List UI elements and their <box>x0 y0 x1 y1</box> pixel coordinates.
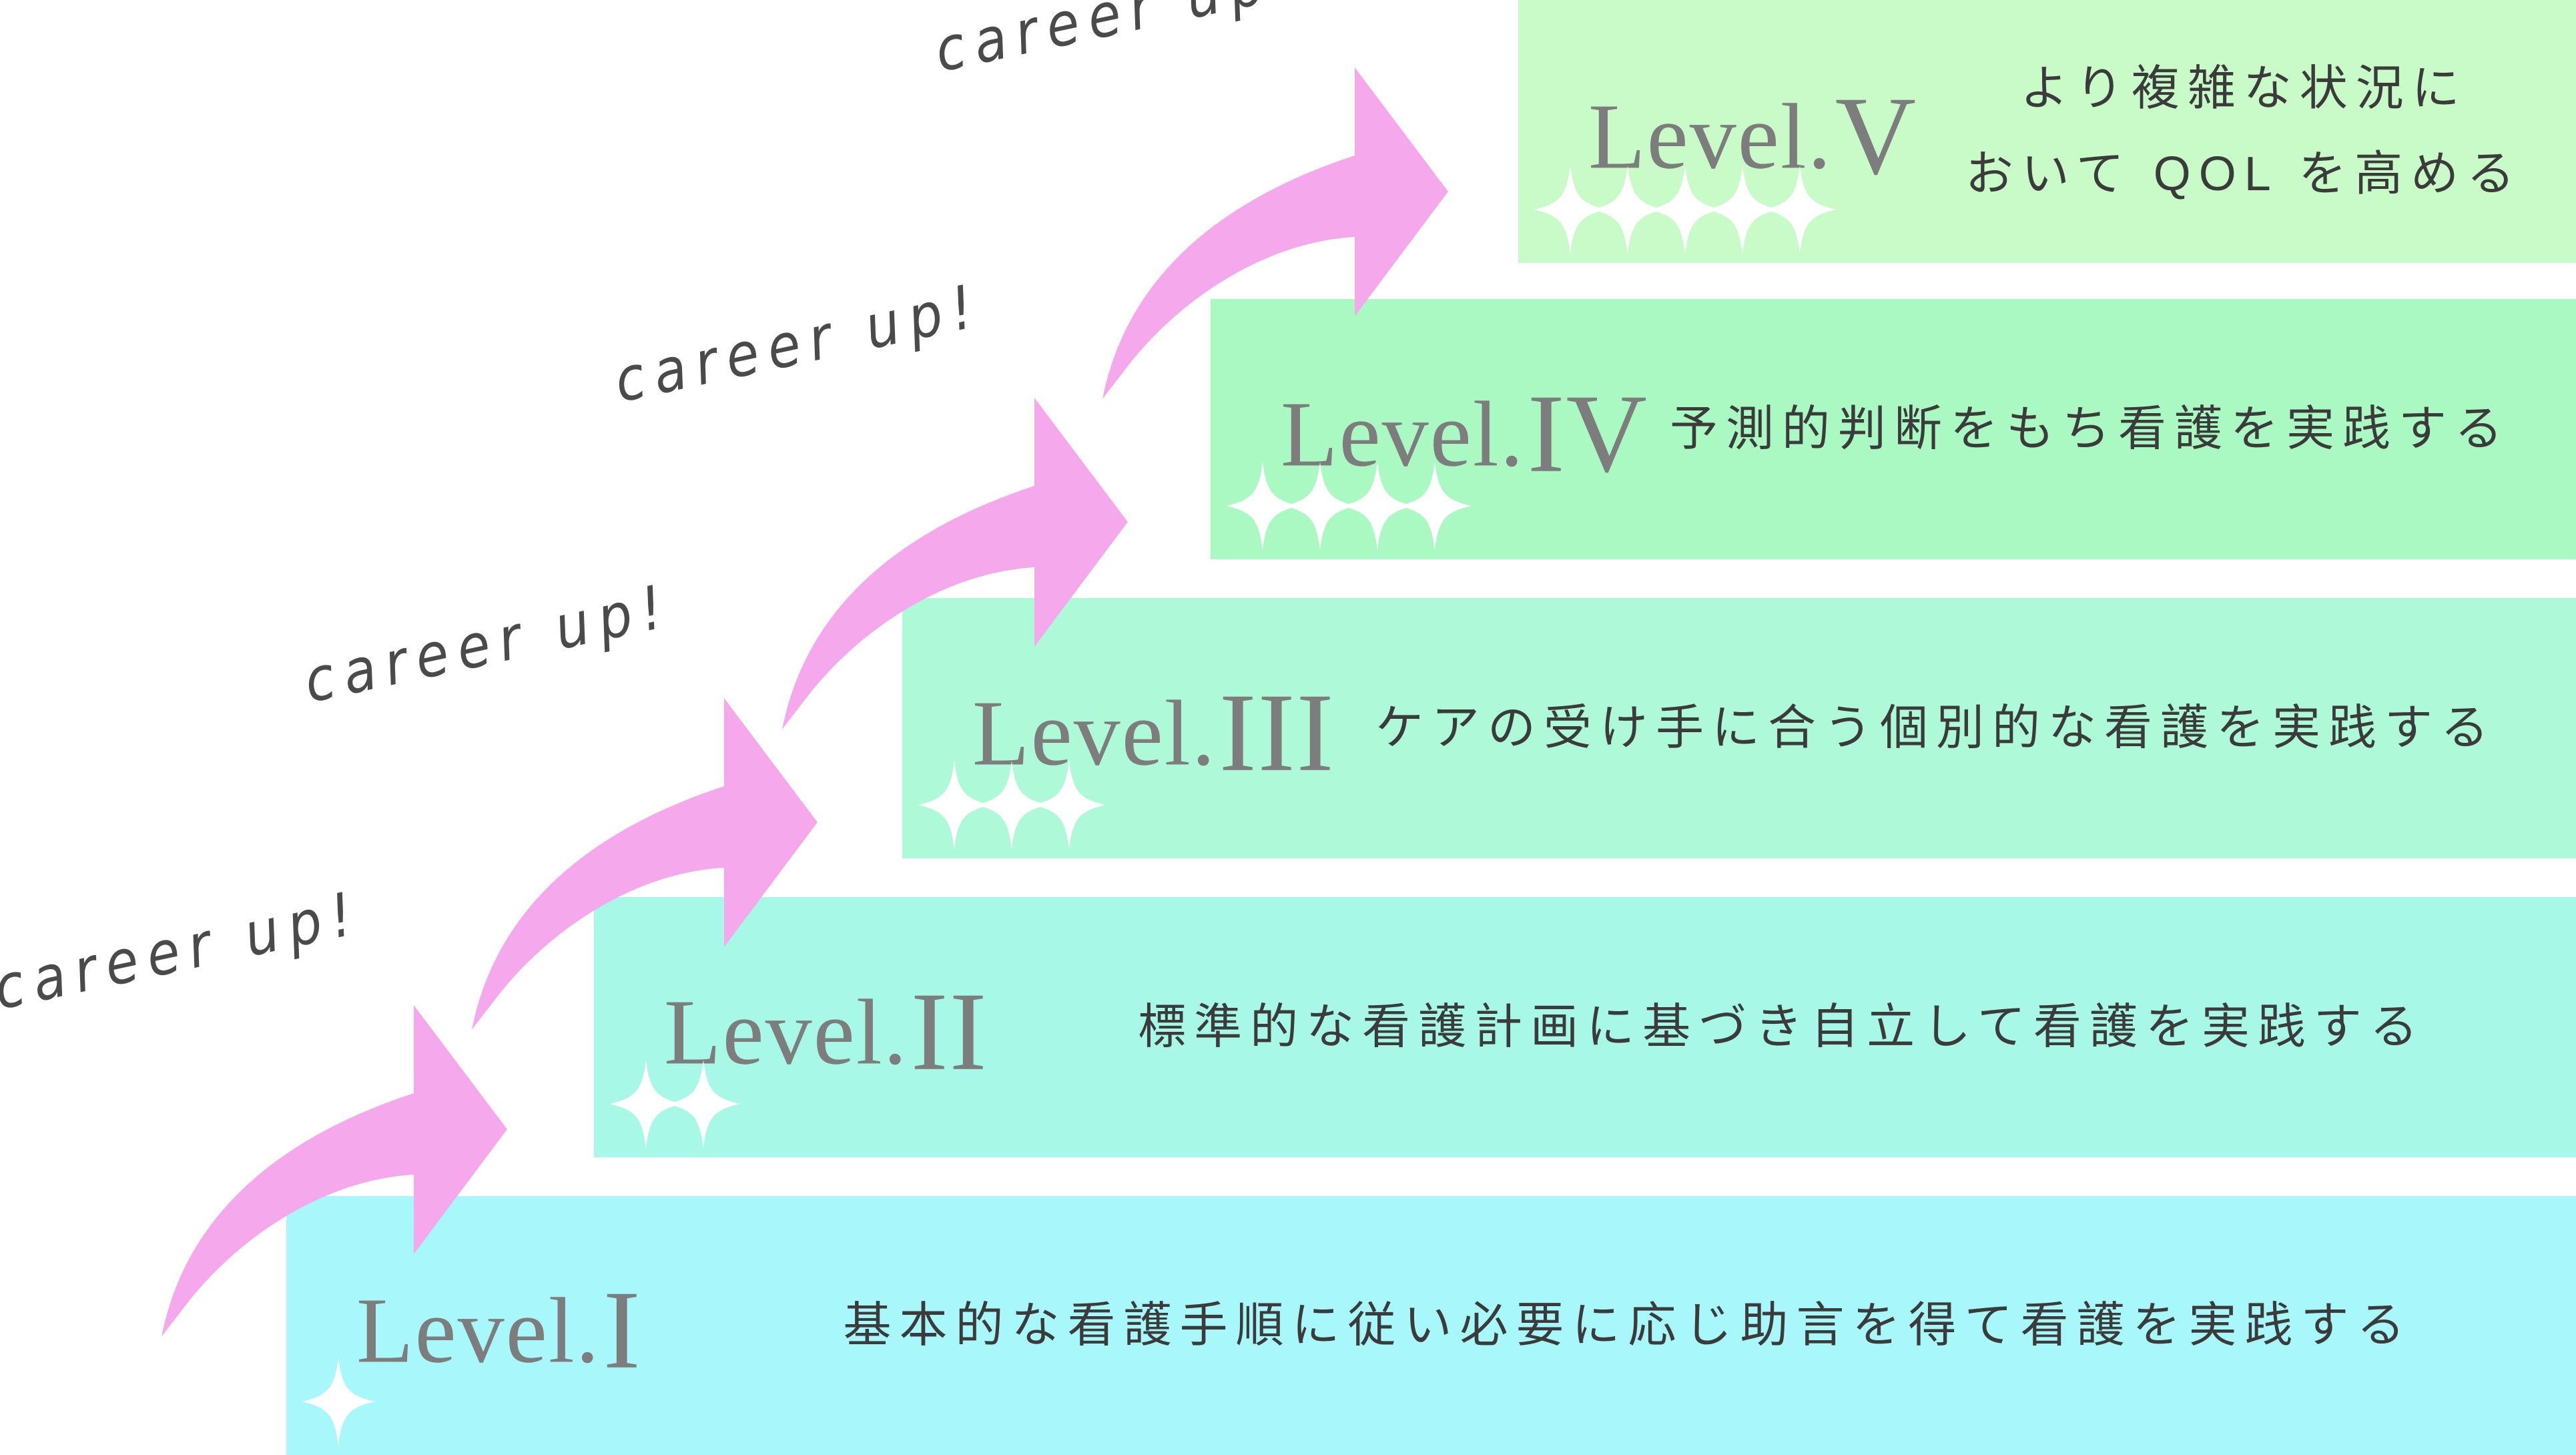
sparkle-icon <box>667 1060 740 1148</box>
sparkle-icon <box>1283 462 1357 550</box>
career-up-group-3: career up! <box>609 270 1141 731</box>
level-1-word: Level. <box>356 1279 601 1383</box>
level-1-sparkles <box>301 1358 375 1446</box>
level-2-sparkles <box>609 1060 740 1148</box>
level-3-word: Level. <box>972 681 1217 786</box>
level-3-box: Level.III ケアの受け手に合う個別的な看護を実践する <box>902 598 2576 858</box>
sparkle-icon <box>975 761 1048 849</box>
description-line: ケアの受け手に合う個別的な看護を実践する <box>1375 701 2497 755</box>
level-4-word: Level. <box>1281 382 1525 487</box>
description-line: おいて QOL を高める <box>1965 148 2523 201</box>
curved-arrow-icon <box>1102 67 1448 399</box>
curved-arrow-icon <box>782 398 1128 730</box>
sparkle-icon <box>1032 761 1106 849</box>
level-5-sparkles <box>1533 166 1837 254</box>
description-line: 予測的判断をもち看護を実践する <box>1669 402 2511 456</box>
curved-arrow-icon <box>472 698 818 1030</box>
level-1-description: 基本的な看護手順に従い必要に応じ助言を得て看護を実践する <box>700 1196 2556 1455</box>
level-1-box: Level.I 基本的な看護手順に従い必要に応じ助言を得て看護を実践する <box>286 1196 2576 1455</box>
level-3-sparkles <box>917 761 1106 849</box>
sparkle-icon <box>1706 166 1779 254</box>
sparkle-icon <box>1341 462 1414 550</box>
description-line: 標準的な看護計画に基づき自立して看護を実践する <box>1138 1000 2426 1054</box>
career-up-group-4: career up! <box>929 0 1462 400</box>
level-4-description: 予測的判断をもち看護を実践する <box>1624 299 2556 559</box>
level-2-label: Level.II <box>664 976 988 1088</box>
level-2-box: Level.II 標準的な看護計画に基づき自立して看護を実践する <box>594 897 2576 1157</box>
sparkle-icon <box>609 1060 683 1148</box>
career-up-group-1: career up! <box>0 878 521 1338</box>
level-5-label: Level.V <box>1588 80 1917 192</box>
level-2-numeral: II <box>910 969 988 1094</box>
level-4-label: Level.IV <box>1281 378 1648 490</box>
career-up-group-2: career up! <box>298 571 831 1031</box>
description-line: より複雑な状況に <box>2020 62 2468 115</box>
level-5-numeral: V <box>1835 73 1918 198</box>
sparkle-icon <box>1763 166 1837 254</box>
level-5-word: Level. <box>1588 85 1833 189</box>
description-line: 基本的な看護手順に従い必要に応じ助言を得て看護を実践する <box>843 1299 2413 1352</box>
level-1-numeral: I <box>603 1267 642 1392</box>
level-3-label: Level.III <box>972 677 1335 789</box>
sparkle-icon <box>1226 462 1299 550</box>
level-5-description: より複雑な状況に おいて QOL を高める <box>1932 0 2556 263</box>
sparkle-icon <box>918 761 991 849</box>
level-3-description: ケアの受け手に合う個別的な看護を実践する <box>1316 598 2556 858</box>
level-4-sparkles <box>1225 462 1472 550</box>
level-1-label: Level.I <box>356 1274 642 1386</box>
sparkle-icon <box>1591 166 1664 254</box>
level-2-description: 標準的な看護計画に基づき自立して看護を実践する <box>1008 897 2556 1157</box>
sparkle-icon <box>1398 462 1472 550</box>
level-4-numeral: IV <box>1527 371 1648 496</box>
sparkle-icon <box>1648 166 1722 254</box>
level-3-numeral: III <box>1219 670 1335 795</box>
curved-arrow-icon <box>162 1005 507 1337</box>
sparkle-icon <box>1534 166 1607 254</box>
level-4-box: Level.IV 予測的判断をもち看護を実践する <box>1211 299 2576 559</box>
level-2-word: Level. <box>664 980 908 1085</box>
level-5-box: Level.V より複雑な状況に おいて QOL を高める <box>1518 0 2576 263</box>
sparkle-icon <box>302 1358 375 1446</box>
